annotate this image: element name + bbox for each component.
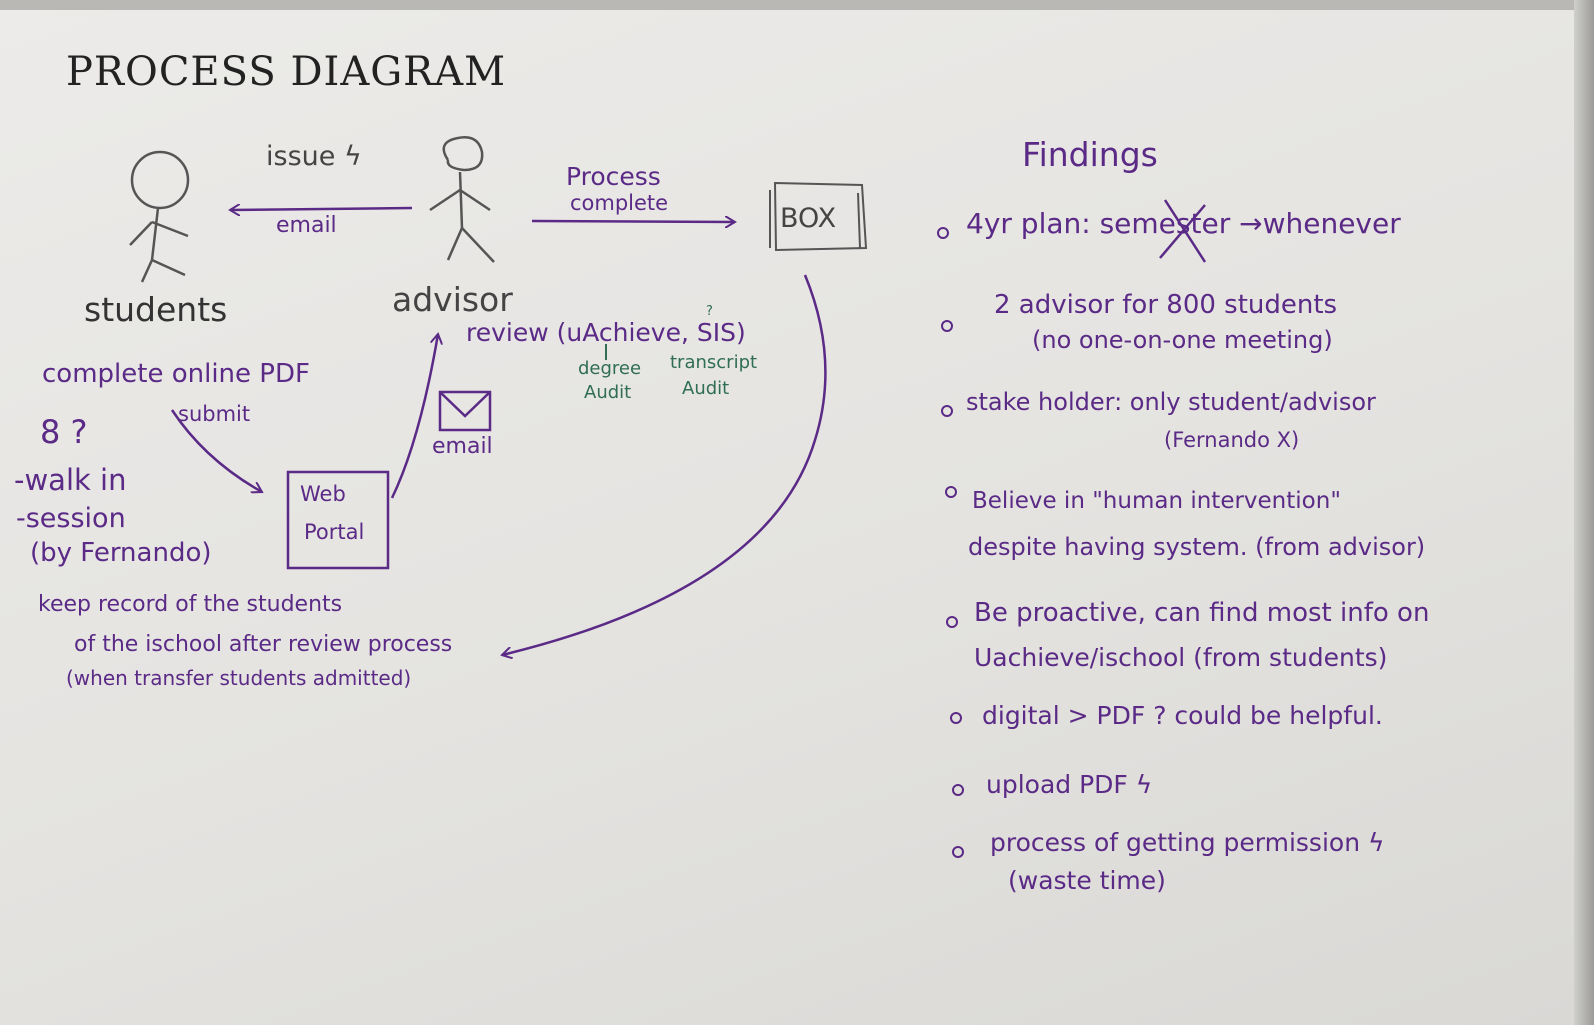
finding-2-line-2: (no one-on-one meeting) xyxy=(1032,326,1333,354)
record-note-2: of the ischool after review process xyxy=(74,632,453,657)
review-label: review (uAchieve, SIS) xyxy=(466,318,746,347)
finding-6-line-1: digital > PDF ? could be helpful. xyxy=(982,701,1383,730)
bullet-dot xyxy=(946,616,958,628)
bullet-dot xyxy=(952,846,964,858)
finding-3-line-2: (Fernando X) xyxy=(1164,428,1300,452)
web-portal-label-2: Portal xyxy=(304,520,365,544)
degree-audit-label: Audit xyxy=(584,382,632,403)
record-note-1: keep record of the students xyxy=(38,592,343,617)
bullet-dot xyxy=(952,784,964,796)
sis-question-mark: ? xyxy=(706,304,713,319)
degree-label: degree xyxy=(578,358,642,379)
box-label: BOX xyxy=(780,203,837,234)
label-email-icon: email xyxy=(432,434,493,459)
strike-semester-2 xyxy=(1159,204,1206,259)
students-label: students xyxy=(84,290,228,329)
label-submit: submit xyxy=(178,402,251,426)
note-complete-pdf: complete online PDF xyxy=(42,359,310,389)
finding-5-line-1: Be proactive, can find most info on xyxy=(974,598,1430,628)
label-complete: complete xyxy=(570,191,669,215)
bullet-dot xyxy=(941,405,953,417)
whiteboard-frame-top xyxy=(0,0,1594,10)
label-email-top: email xyxy=(276,213,337,238)
record-note-3: (when transfer students admitted) xyxy=(66,666,412,690)
finding-5-line-2: Uachieve/ischool (from students) xyxy=(974,643,1388,672)
advisor-label: advisor xyxy=(392,280,513,319)
findings-heading: Findings xyxy=(1022,135,1158,174)
bullet-dot xyxy=(950,712,962,724)
bullet-dot xyxy=(937,227,949,239)
page-title: PROCESS DIAGRAM xyxy=(66,49,507,95)
finding-8-line-2: (waste time) xyxy=(1008,866,1166,895)
student-figure-icon xyxy=(129,150,190,283)
finding-3-line-1: stake holder: only student/advisor xyxy=(966,388,1376,416)
people-question-icon: 8 ? xyxy=(40,413,88,451)
finding-1-line-1: 4yr plan: semester →whenever xyxy=(966,207,1401,240)
web-portal-label-1: Web xyxy=(300,482,346,506)
envelope-icon xyxy=(438,390,492,432)
arrow-box-to-record xyxy=(502,274,827,655)
finding-8-line-1: process of getting permission ϟ xyxy=(990,828,1385,857)
box-outline xyxy=(769,181,868,252)
strike-semester xyxy=(1163,199,1207,263)
arrow-advisor-to-box xyxy=(531,221,735,222)
label-process: Process xyxy=(566,162,661,191)
web-portal-outline xyxy=(286,470,390,570)
transcript-audit-label: Audit xyxy=(682,378,730,399)
arrow-portal-to-advisor xyxy=(390,334,438,499)
finding-4-line-1: Believe in "human intervention" xyxy=(972,488,1341,514)
note-by-fernando: (by Fernando) xyxy=(30,538,212,568)
finding-7-line-1: upload PDF ϟ xyxy=(986,770,1153,799)
bullet-dot xyxy=(945,486,957,498)
note-session: -session xyxy=(16,503,126,534)
note-walk-in: -walk in xyxy=(14,463,127,497)
finding-4-line-2: despite having system. (from advisor) xyxy=(968,533,1426,561)
bullet-dot xyxy=(941,320,953,332)
whiteboard-frame-right xyxy=(1574,0,1594,1025)
arrow-advisor-to-students xyxy=(230,208,413,210)
finding-2-line-1: 2 advisor for 800 students xyxy=(994,290,1338,320)
advisor-figure-icon xyxy=(429,136,495,263)
transcript-label: transcript xyxy=(670,352,758,373)
label-issue: issue ϟ xyxy=(266,141,362,172)
arrow-submit xyxy=(170,409,262,492)
